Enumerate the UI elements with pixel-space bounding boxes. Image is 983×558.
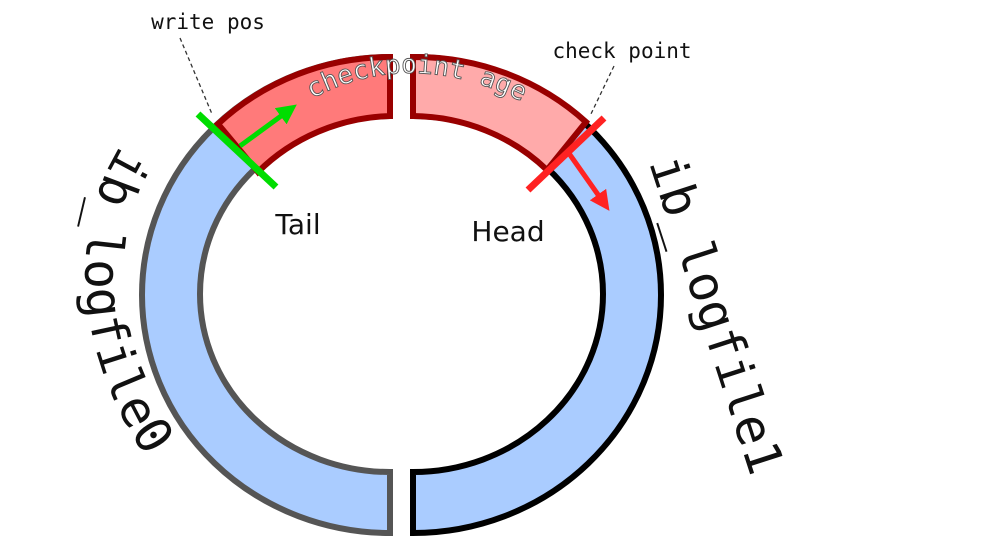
checkpoint-age-segment-left xyxy=(213,53,393,177)
write-pos-marker xyxy=(195,111,279,190)
write-pos-arrow xyxy=(238,104,297,149)
logfile1-segment xyxy=(410,53,664,537)
check-point-leader xyxy=(589,65,615,117)
write-pos-label: write pos xyxy=(151,10,265,34)
tail-label: Tail xyxy=(274,208,320,241)
checkpoint-age-segment-right xyxy=(410,53,591,175)
file-gap-top xyxy=(394,48,409,124)
write-pos-leader xyxy=(179,37,213,115)
head-label: Head xyxy=(471,215,544,248)
check-point-marker xyxy=(525,115,607,193)
check-point-arrow xyxy=(565,150,610,211)
logfile0-segment xyxy=(139,53,393,537)
check-point-label: check point xyxy=(552,39,691,63)
file-gap-bottom xyxy=(394,466,409,542)
